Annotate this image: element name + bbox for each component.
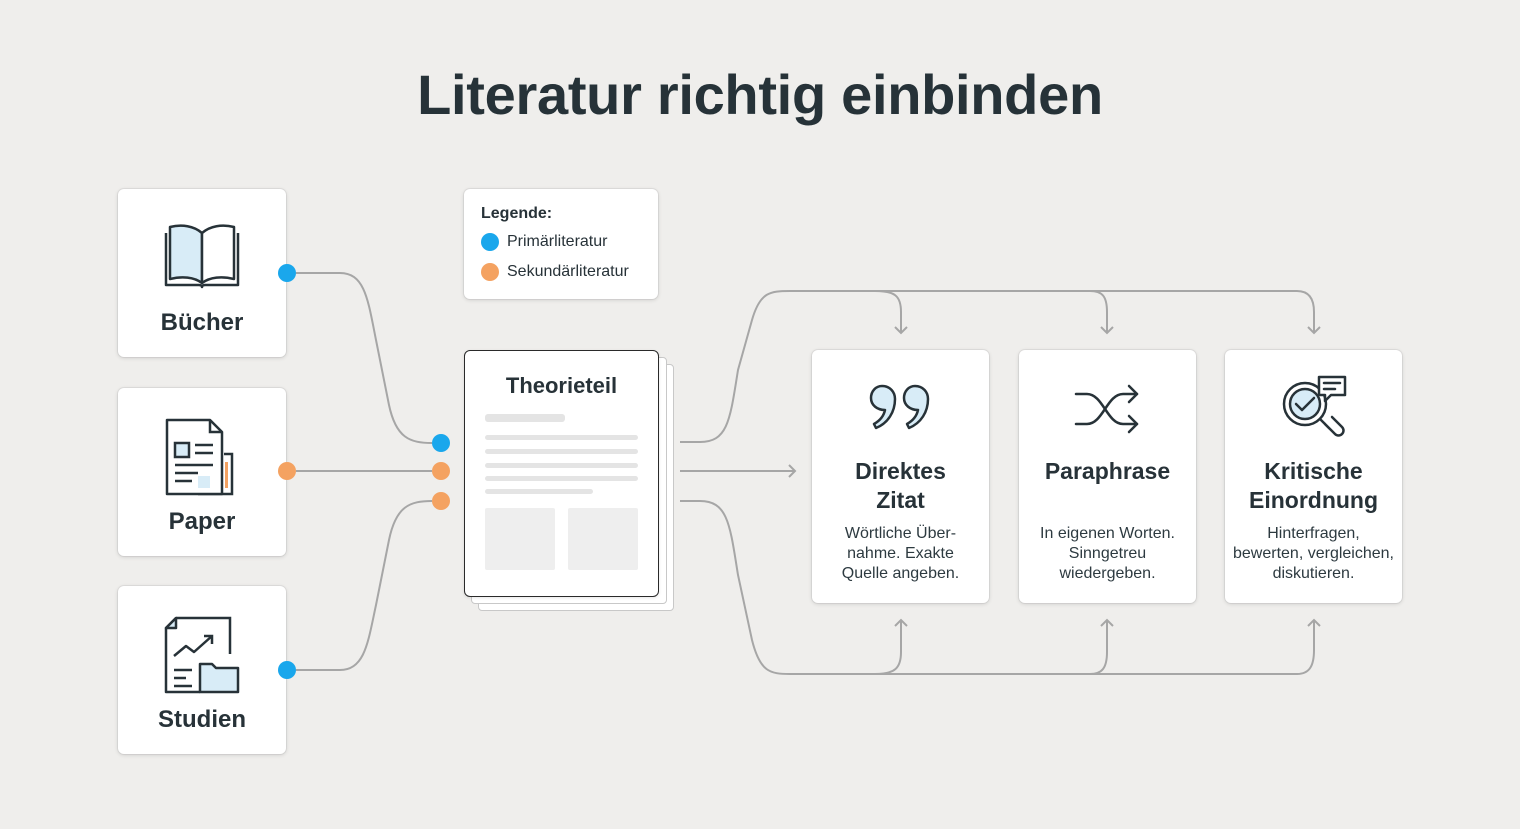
secondary-dot-icon: [481, 263, 499, 281]
open-book-icon: [164, 224, 240, 289]
paper-document-icon: [165, 418, 234, 496]
legend-item-primaer: Primärliteratur: [481, 232, 607, 252]
secondary-input-dot: [432, 462, 450, 480]
connector-studien-theorieteil: [296, 500, 433, 671]
method-description: Wörtliche Über- nahme. Exakte Quelle ang…: [841, 525, 960, 582]
method-card-direktes-zitat: Direktes Zitat Wörtliche Über- nahme. Ex…: [812, 350, 989, 603]
primary-port-dot: [278, 264, 296, 282]
document-title: Theorieteil: [505, 373, 618, 398]
placeholder-line: [485, 435, 638, 440]
legend-item-sekundaer: Sekundärliteratur: [481, 262, 629, 282]
theorieteil-document: Theorieteil: [464, 350, 659, 597]
legend-label: Sekundärliteratur: [507, 263, 629, 280]
placeholder-heading: [485, 414, 565, 422]
connector-buecher-theorieteil: [296, 272, 433, 444]
shuffle-icon: [1074, 384, 1139, 434]
source-card-buecher: Bücher: [118, 189, 286, 357]
method-title: Paraphrase: [1044, 458, 1171, 484]
study-chart-folder-icon: [164, 616, 240, 694]
source-label: Bücher: [160, 309, 244, 336]
primary-port-dot: [278, 661, 296, 679]
placeholder-image: [568, 508, 638, 570]
connector-branch-zitat-top: [874, 290, 908, 335]
secondary-input-dot: [432, 492, 450, 510]
placeholder-image: [485, 508, 555, 570]
source-card-paper: Paper: [118, 388, 286, 556]
connector-branch-paraphrase-bottom: [1089, 618, 1114, 675]
source-label: Paper: [168, 508, 236, 535]
primary-input-dot: [432, 434, 450, 452]
legend-label: Primärliteratur: [507, 233, 608, 250]
quote-icon: [869, 384, 930, 430]
secondary-port-dot: [278, 462, 296, 480]
connector-theorie-top: [680, 290, 1321, 443]
placeholder-line: [485, 463, 638, 468]
method-card-paraphrase: Paraphrase In eigenen Worten. Sinngetreu…: [1019, 350, 1196, 603]
legend-title: Legende:: [481, 205, 553, 222]
legend: Legende: Primärliteratur Sekundärliterat…: [464, 189, 658, 299]
primary-dot-icon: [481, 233, 499, 251]
source-card-studien: Studien: [118, 586, 286, 754]
placeholder-line: [485, 449, 638, 454]
placeholder-line: [485, 489, 593, 494]
method-title: Direktes Zitat: [855, 458, 946, 513]
magnifier-check-comment-icon: [1282, 375, 1347, 437]
source-label: Studien: [158, 706, 246, 733]
method-title: Kritische Einordnung: [1248, 458, 1379, 513]
connector-branch-zitat-bottom: [874, 618, 908, 675]
connector-branch-paraphrase-top: [1089, 290, 1114, 335]
method-description: In eigenen Worten. Sinngetreu wiedergebe…: [1040, 525, 1175, 582]
method-description: Hinterfragen, bewerten, vergleichen, dis…: [1233, 525, 1394, 582]
placeholder-line: [485, 476, 638, 481]
connector-theorie-bottom: [680, 500, 1321, 675]
page-title: Literatur richtig einbinden: [417, 63, 1103, 126]
method-card-kritische-einordnung: Kritische Einordnung Hinterfragen, bewer…: [1225, 350, 1402, 603]
